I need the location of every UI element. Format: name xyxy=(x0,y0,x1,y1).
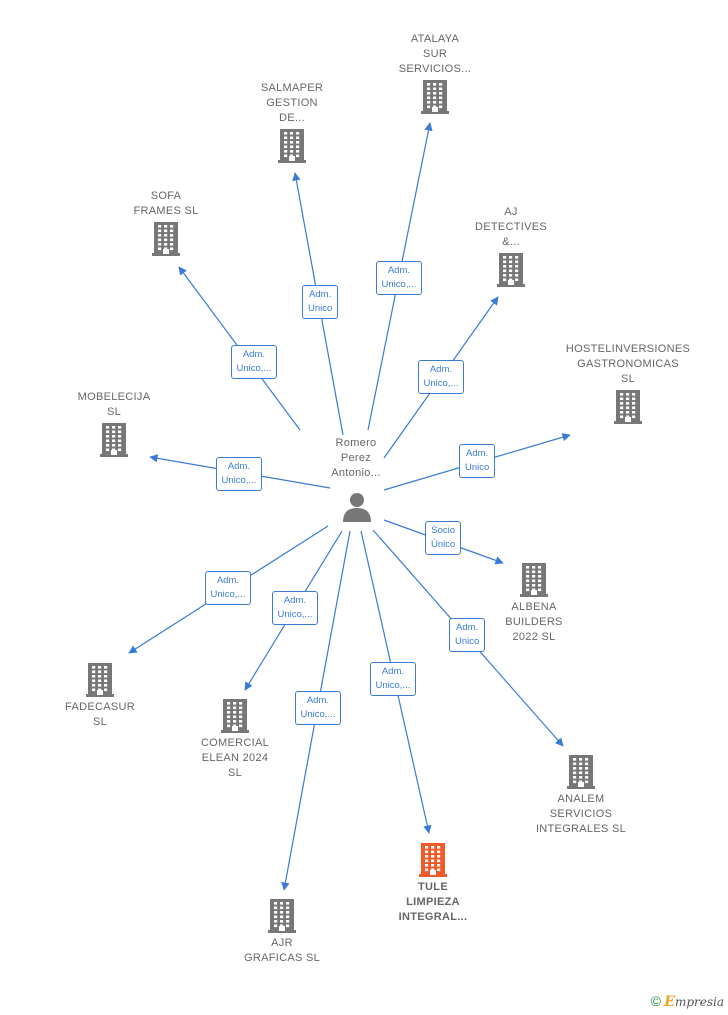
relation-label-hostel[interactable]: Adm. Unico xyxy=(459,444,496,478)
relation-label-analem[interactable]: Adm. Unico xyxy=(449,618,486,652)
relation-label-fadecasur[interactable]: Adm. Unico,... xyxy=(204,571,252,605)
company-name[interactable]: SALMAPER GESTION DE... xyxy=(260,82,324,124)
company-node-hostel[interactable]: HOSTELINVERSIONES GASTRONOMICAS SL xyxy=(553,342,703,427)
company-node-sofa[interactable]: SOFA FRAMES SL xyxy=(91,189,241,259)
building-icon[interactable] xyxy=(39,423,189,457)
brand-logo-initial: E xyxy=(664,994,675,1010)
company-node-tule[interactable]: TULE LIMPIEZA INTEGRAL... xyxy=(358,840,508,925)
relation-label-comercial[interactable]: Adm. Unico,... xyxy=(271,591,319,625)
relation-label-ajr[interactable]: Adm. Unico,... xyxy=(294,691,342,725)
company-name[interactable]: AJ DETECTIVES &... xyxy=(474,206,548,248)
company-name[interactable]: SOFA FRAMES SL xyxy=(133,190,199,217)
building-icon[interactable] xyxy=(506,755,656,789)
building-icon[interactable] xyxy=(360,80,510,114)
footer-brand: © Empresia xyxy=(651,993,724,1010)
company-node-salmaper[interactable]: SALMAPER GESTION DE... xyxy=(217,81,367,166)
relation-label-sofa[interactable]: Adm. Unico,... xyxy=(230,345,278,379)
center-person-name[interactable]: Romero Perez Antonio... xyxy=(331,437,381,479)
building-icon[interactable] xyxy=(217,129,367,163)
company-node-fadecasur[interactable]: FADECASUR SL xyxy=(25,660,175,730)
company-name[interactable]: FADECASUR SL xyxy=(65,701,135,728)
company-node-analem[interactable]: ANALEM SERVICIOS INTEGRALES SL xyxy=(506,752,656,837)
company-name[interactable]: ATALAYA SUR SERVICIOS... xyxy=(398,33,472,75)
building-icon[interactable] xyxy=(436,253,586,287)
building-icon[interactable] xyxy=(459,563,609,597)
relation-label-albena[interactable]: Socio Único xyxy=(425,521,462,555)
company-name[interactable]: TULE LIMPIEZA INTEGRAL... xyxy=(398,881,468,923)
company-name[interactable]: HOSTELINVERSIONES GASTRONOMICAS SL xyxy=(565,343,691,385)
relation-label-tule[interactable]: Adm. Unico,... xyxy=(369,662,417,696)
building-icon[interactable] xyxy=(91,222,241,256)
company-node-mobelecija[interactable]: MOBELECIJA SL xyxy=(39,390,189,460)
building-icon[interactable] xyxy=(160,699,310,733)
company-name[interactable]: MOBELECIJA SL xyxy=(77,391,151,418)
brand-logo-text: mpresia xyxy=(674,995,724,1009)
building-icon[interactable] xyxy=(553,390,703,424)
company-name[interactable]: AJR GRAFICAS SL xyxy=(243,937,321,964)
company-name[interactable]: ANALEM SERVICIOS INTEGRALES SL xyxy=(535,793,627,835)
company-name[interactable]: COMERCIAL ELEAN 2024 SL xyxy=(200,737,270,779)
company-node-ajr[interactable]: AJR GRAFICAS SL xyxy=(207,896,357,966)
building-icon[interactable] xyxy=(207,899,357,933)
building-icon[interactable] xyxy=(25,663,175,697)
person-icon[interactable] xyxy=(341,491,373,528)
company-node-aj[interactable]: AJ DETECTIVES &... xyxy=(436,205,586,290)
copyright-symbol: © xyxy=(650,993,661,1009)
building-icon[interactable] xyxy=(358,843,508,877)
relation-label-salmaper[interactable]: Adm. Unico xyxy=(302,285,339,319)
relation-label-atalaya[interactable]: Adm. Unico,... xyxy=(375,261,423,295)
company-node-comercial[interactable]: COMERCIAL ELEAN 2024 SL xyxy=(160,696,310,781)
company-name[interactable]: ALBENA BUILDERS 2022 SL xyxy=(505,601,563,643)
company-node-atalaya[interactable]: ATALAYA SUR SERVICIOS... xyxy=(360,32,510,117)
relation-label-mobelecija[interactable]: Adm. Unico,... xyxy=(215,457,263,491)
relation-label-aj[interactable]: Adm. Unico,... xyxy=(417,360,465,394)
company-node-albena[interactable]: ALBENA BUILDERS 2022 SL xyxy=(459,560,609,645)
